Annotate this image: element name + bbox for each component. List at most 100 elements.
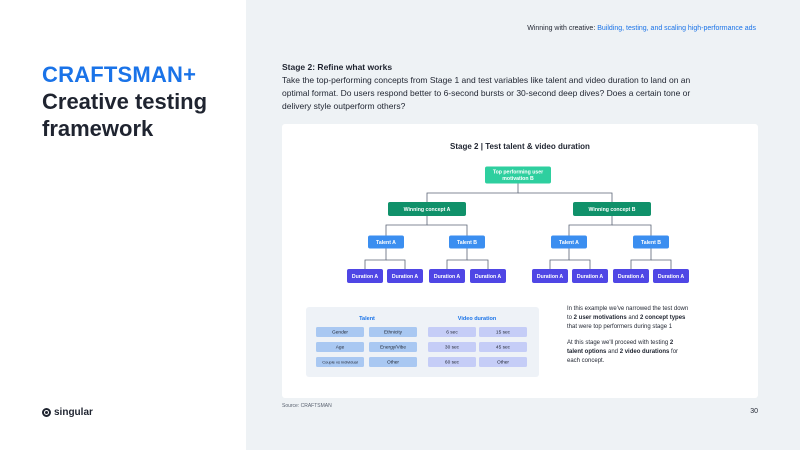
note-line: to: [567, 315, 574, 321]
singular-logo: singular: [42, 407, 93, 418]
node-talent: [633, 235, 669, 249]
source-note: Source: CRAFTSMAN: [282, 403, 332, 409]
header-prefix: Winning with creative:: [527, 25, 596, 32]
node-duration: [387, 269, 423, 283]
talent-cell-label: Age: [336, 345, 345, 351]
note-line: each concept.: [567, 358, 605, 364]
note-line: that were top performers during stage 1: [567, 324, 673, 330]
connector-talent-durations: [446, 248, 468, 269]
duration-cell-label: 30 sec: [445, 345, 460, 351]
stage-title: Stage 2: Refine what works: [282, 62, 393, 72]
talent-cell: [316, 342, 364, 352]
node-duration-label: Duration A: [434, 274, 461, 280]
node-root-motivation: [485, 166, 551, 184]
duration-cell-label: 60 sec: [445, 360, 460, 366]
duration-cell-label: 45 sec: [496, 345, 511, 351]
left-panel: CRAFTSMAN+ Creative testing framework si…: [0, 0, 246, 450]
duration-cell: [479, 342, 527, 352]
header-accent: Building, testing, and scaling high-perf…: [597, 25, 756, 32]
page-number: 30: [750, 408, 758, 415]
node-talent-label: Talent B: [641, 240, 661, 246]
talent-cell-label: Ethnicity: [384, 330, 403, 336]
node-talent-label: Talent A: [376, 240, 396, 246]
talent-cell-label: Other: [387, 360, 399, 366]
stage-body: Take the top-performing concepts from St…: [282, 75, 691, 111]
node-talent: [368, 235, 404, 249]
node-duration: [470, 269, 506, 283]
connector-talent-durations: [549, 248, 570, 269]
node-talent: [449, 235, 485, 249]
note-line: and: [626, 315, 641, 321]
note-paragraph-2: At this stage we'll proceed with testing…: [567, 339, 727, 366]
note-bold: 2: [669, 340, 674, 346]
duration-header: Video duration: [458, 316, 497, 322]
duration-cell-label: 6 sec: [446, 330, 458, 336]
talent-cell: [369, 327, 417, 337]
node-duration-label: Duration A: [475, 274, 502, 280]
note-paragraph-1: In this example we've narrowed the test …: [567, 305, 727, 332]
node-duration: [572, 269, 608, 283]
logo-text: singular: [54, 407, 93, 418]
talent-cell-label: Gender: [332, 330, 348, 336]
note-line: for: [669, 349, 679, 355]
duration-cell: [428, 327, 476, 337]
duration-cell: [479, 327, 527, 337]
node-duration-label: Duration A: [392, 274, 419, 280]
connector-concept-talents: [427, 224, 468, 236]
node-concept: [573, 202, 651, 216]
connector-talent-durations: [467, 259, 489, 269]
connector-concept-talents: [568, 216, 613, 236]
node-duration: [347, 269, 383, 283]
connector-talent-durations: [386, 259, 406, 269]
node-talent-label: Talent B: [457, 240, 477, 246]
page-title: Creative testing framework: [42, 89, 208, 141]
node-concept-label: Winning concept B: [589, 207, 636, 213]
talent-header: Talent: [359, 316, 375, 322]
node-duration-label: Duration A: [537, 274, 564, 280]
connector-talent-durations: [651, 259, 672, 269]
node-talent-label: Talent A: [559, 240, 579, 246]
note-bold: 2 user motivations: [573, 315, 627, 321]
node-concept-label: Winning concept A: [404, 207, 451, 213]
node-duration-label: Duration A: [577, 274, 604, 280]
node-duration: [613, 269, 649, 283]
note-line: In this example we've narrowed the test …: [567, 306, 689, 312]
talent-cell: [369, 357, 417, 367]
page-header: Winning with creative: Building, testing…: [527, 25, 756, 32]
node-duration: [429, 269, 465, 283]
duration-cell-label: 15 sec: [496, 330, 511, 336]
talent-cell: [316, 357, 364, 367]
talent-cell: [369, 342, 417, 352]
note-line: At this stage we'll proceed with testing: [567, 340, 670, 346]
node-duration-label: Duration A: [352, 274, 379, 280]
node-talent: [551, 235, 587, 249]
connector-talent-durations: [364, 248, 387, 269]
note-bold: 2 concept types: [640, 315, 686, 321]
diagram-title: Stage 2 | Test talent & video duration: [450, 142, 590, 151]
duration-cell: [479, 357, 527, 367]
node-root-motivation-label: motivation B: [502, 176, 534, 182]
duration-cell: [428, 342, 476, 352]
node-duration: [532, 269, 568, 283]
talent-cell-label: Energy/Vibe: [380, 345, 406, 351]
talent-cell: [316, 327, 364, 337]
connector-root-concepts: [518, 192, 613, 202]
connector-root-concepts: [426, 183, 519, 202]
connector-talent-durations: [630, 248, 652, 269]
node-root-motivation-label: Top performing user: [493, 170, 543, 176]
node-concept: [388, 202, 466, 216]
singular-logo-icon: [42, 408, 51, 417]
connector-concept-talents: [385, 216, 428, 236]
duration-cell-label: Other: [497, 360, 509, 366]
note-bold: talent options: [567, 349, 607, 355]
note-bold: 2 video durations: [619, 349, 670, 355]
node-duration-label: Duration A: [618, 274, 645, 280]
duration-cell: [428, 357, 476, 367]
explanation-note: In this example we've narrowed the test …: [567, 305, 727, 366]
brand-name: CRAFTSMAN+: [42, 62, 197, 87]
node-duration-label: Duration A: [658, 274, 685, 280]
connector-concept-talents: [612, 224, 652, 236]
talent-cell-label: Couple vs individual: [322, 360, 358, 365]
connector-talent-durations: [569, 259, 591, 269]
